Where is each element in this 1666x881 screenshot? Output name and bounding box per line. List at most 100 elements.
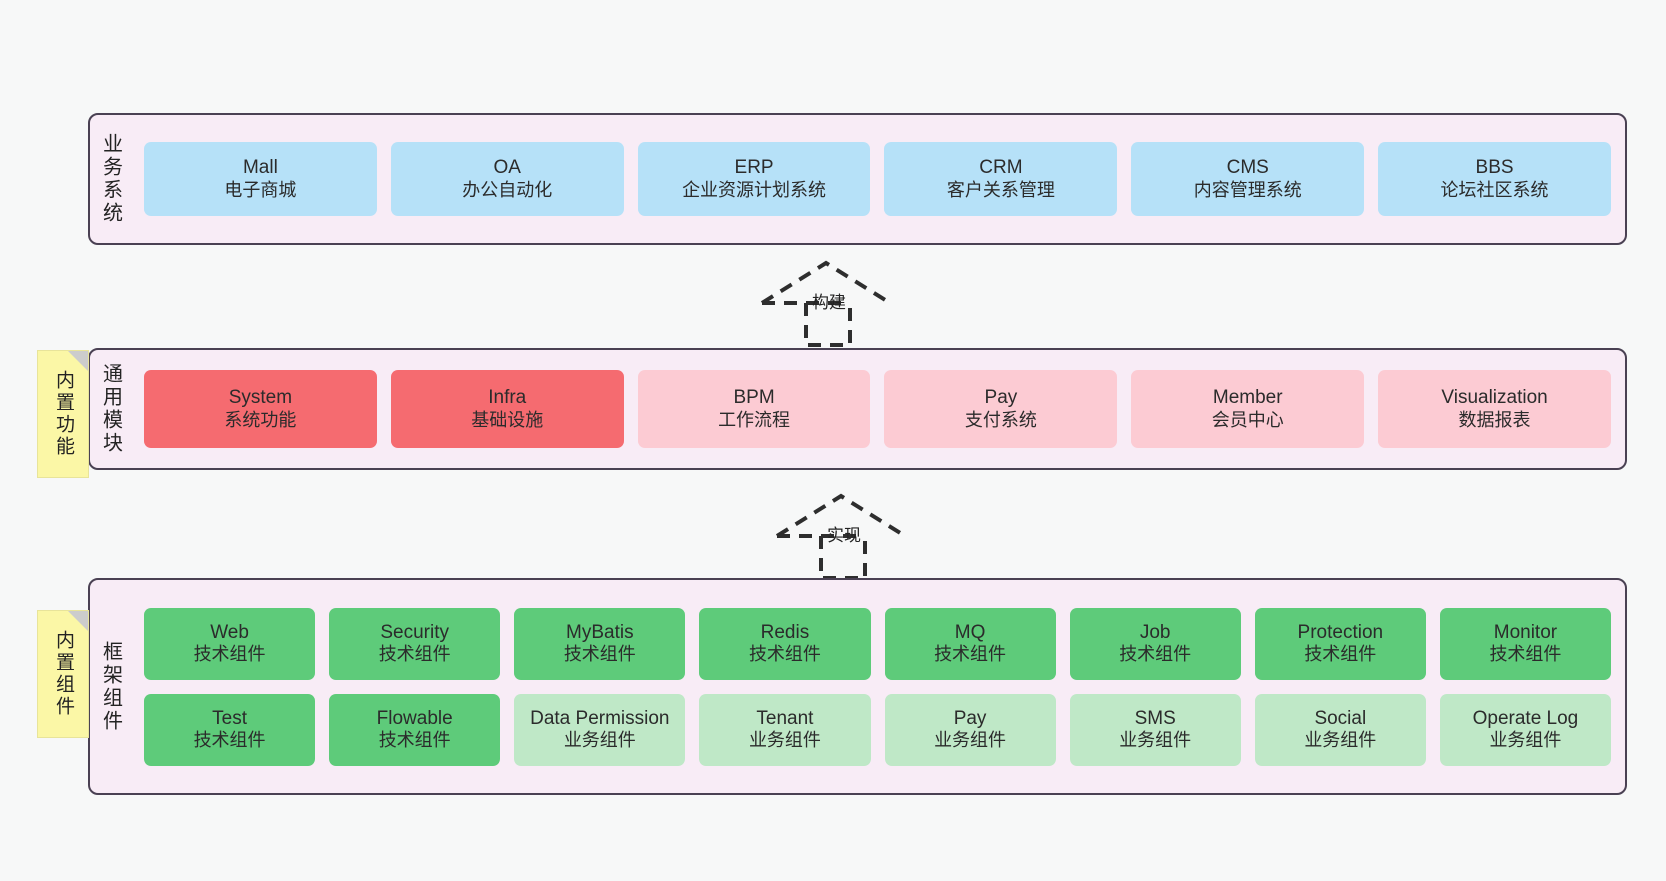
card-title: MQ <box>954 621 986 643</box>
card-monitor[interactable]: Monitor 技术组件 <box>1439 607 1611 680</box>
card-crm[interactable]: CRM 客户关系管理 <box>884 142 1118 216</box>
card-data-permission[interactable]: Data Permission 业务组件 <box>514 693 686 766</box>
card-subtitle: 会员中心 <box>1211 409 1284 430</box>
card-mq[interactable]: MQ 技术组件 <box>884 607 1056 680</box>
card-oa[interactable]: OA 办公自动化 <box>390 142 624 216</box>
card-infra[interactable]: Infra 基础设施 <box>390 370 624 448</box>
card-pay[interactable]: Pay 支付系统 <box>884 370 1118 448</box>
card-redis[interactable]: Redis 技术组件 <box>699 607 871 680</box>
card-title: Protection <box>1297 621 1384 643</box>
card-title: Pay <box>953 707 987 729</box>
card-subtitle: 论坛社区系统 <box>1440 179 1549 200</box>
card-member[interactable]: Member 会员中心 <box>1131 370 1365 448</box>
card-flowable[interactable]: Flowable 技术组件 <box>329 693 501 766</box>
card-social[interactable]: Social 业务组件 <box>1254 693 1426 766</box>
card-title: Web <box>210 621 249 643</box>
connector-implement-arrow <box>775 493 907 580</box>
card-subtitle: 客户关系管理 <box>946 179 1055 200</box>
framework-row-tech: Web 技术组件 Security 技术组件 MyBatis 技术组件 Redi… <box>144 607 1611 680</box>
card-title: System <box>228 387 293 409</box>
card-operate-log[interactable]: Operate Log 业务组件 <box>1439 693 1611 766</box>
card-title: Tenant <box>756 707 814 729</box>
card-test[interactable]: Test 技术组件 <box>144 693 316 766</box>
card-pay-business[interactable]: Pay 业务组件 <box>884 693 1056 766</box>
card-title: BBS <box>1475 157 1514 179</box>
sticky-note-label: 内置组件 <box>52 630 74 718</box>
card-title: Infra <box>488 387 527 409</box>
card-subtitle: 电子商城 <box>224 179 297 200</box>
card-protection[interactable]: Protection 技术组件 <box>1254 607 1426 680</box>
card-subtitle: 技术组件 <box>378 644 451 665</box>
card-tenant[interactable]: Tenant 业务组件 <box>699 693 871 766</box>
card-title: Security <box>380 621 449 643</box>
card-visualization[interactable]: Visualization 数据报表 <box>1378 370 1611 448</box>
card-title: Job <box>1139 621 1171 643</box>
card-subtitle: 技术组件 <box>563 644 636 665</box>
card-subtitle: 技术组件 <box>934 644 1007 665</box>
card-subtitle: 数据报表 <box>1458 409 1531 430</box>
card-cms[interactable]: CMS 内容管理系统 <box>1131 142 1365 216</box>
card-subtitle: 技术组件 <box>1304 644 1377 665</box>
card-title: ERP <box>734 157 774 179</box>
card-subtitle: 办公自动化 <box>462 179 553 200</box>
card-subtitle: 内容管理系统 <box>1193 179 1302 200</box>
card-title: Flowable <box>376 707 453 729</box>
layer-common-module[interactable]: 通用模块 System 系统功能 Infra 基础设施 BPM 工作流程 Pay… <box>88 348 1627 470</box>
framework-row-business: Test 技术组件 Flowable 技术组件 Data Permission … <box>144 693 1611 766</box>
card-bbs[interactable]: BBS 论坛社区系统 <box>1378 142 1611 216</box>
card-mall[interactable]: Mall 电子商城 <box>144 142 377 216</box>
card-title: Monitor <box>1493 621 1558 643</box>
layer-title-business-system: 业务系统 <box>99 133 122 225</box>
card-web[interactable]: Web 技术组件 <box>144 607 316 680</box>
card-subtitle: 业务组件 <box>934 730 1007 751</box>
card-subtitle: 业务组件 <box>563 730 636 751</box>
card-title: Redis <box>760 621 810 643</box>
layer-body-business-system: Mall 电子商城 OA 办公自动化 ERP 企业资源计划系统 CRM 客户关系… <box>130 115 1625 243</box>
card-subtitle: 技术组件 <box>193 730 266 751</box>
connector-build: 构建 <box>750 255 910 347</box>
card-title: Visualization <box>1441 387 1548 409</box>
layer-business-system[interactable]: 业务系统 Mall 电子商城 OA 办公自动化 ERP 企业资源计划系统 CRM… <box>88 113 1627 245</box>
card-title: CMS <box>1226 157 1269 179</box>
card-bpm[interactable]: BPM 工作流程 <box>637 370 871 448</box>
card-subtitle: 技术组件 <box>1119 644 1192 665</box>
sticky-note-builtin-function[interactable]: 内置功能 <box>37 350 89 478</box>
connector-implement: 实现 <box>765 488 925 580</box>
card-title: SMS <box>1134 707 1176 729</box>
card-title: Operate Log <box>1472 707 1579 729</box>
card-mybatis[interactable]: MyBatis 技术组件 <box>514 607 686 680</box>
note-fold-icon <box>68 351 88 371</box>
card-subtitle: 技术组件 <box>1489 644 1562 665</box>
connector-build-arrow <box>760 260 892 347</box>
card-title: Pay <box>984 387 1018 409</box>
card-title: Mall <box>242 157 278 179</box>
layer-body-framework-component: Web 技术组件 Security 技术组件 MyBatis 技术组件 Redi… <box>130 580 1625 793</box>
card-title: Data Permission <box>530 707 670 729</box>
card-title: MyBatis <box>566 621 634 643</box>
card-title: BPM <box>733 387 775 409</box>
card-subtitle: 业务组件 <box>1304 730 1377 751</box>
card-system[interactable]: System 系统功能 <box>144 370 377 448</box>
card-subtitle: 系统功能 <box>224 409 297 430</box>
card-subtitle: 技术组件 <box>193 644 266 665</box>
card-erp[interactable]: ERP 企业资源计划系统 <box>637 142 871 216</box>
note-fold-icon <box>68 611 88 631</box>
layer-title-common-module: 通用模块 <box>99 363 122 455</box>
card-subtitle: 技术组件 <box>748 644 821 665</box>
card-title: Social <box>1314 707 1367 729</box>
card-subtitle: 业务组件 <box>1119 730 1192 751</box>
layer-title-framework-component: 框架组件 <box>99 640 122 733</box>
sticky-note-label: 内置功能 <box>52 370 74 458</box>
card-job[interactable]: Job 技术组件 <box>1069 607 1241 680</box>
card-title: CRM <box>979 157 1023 179</box>
card-sms[interactable]: SMS 业务组件 <box>1069 693 1241 766</box>
card-subtitle: 业务组件 <box>1489 730 1562 751</box>
card-security[interactable]: Security 技术组件 <box>329 607 501 680</box>
card-title: Member <box>1212 387 1283 409</box>
card-subtitle: 工作流程 <box>718 409 791 430</box>
card-title: Test <box>212 707 247 729</box>
sticky-note-builtin-component[interactable]: 内置组件 <box>37 610 89 738</box>
card-subtitle: 基础设施 <box>471 409 544 430</box>
layer-framework-component[interactable]: 框架组件 Web 技术组件 Security 技术组件 MyBatis 技术组件… <box>88 578 1627 795</box>
